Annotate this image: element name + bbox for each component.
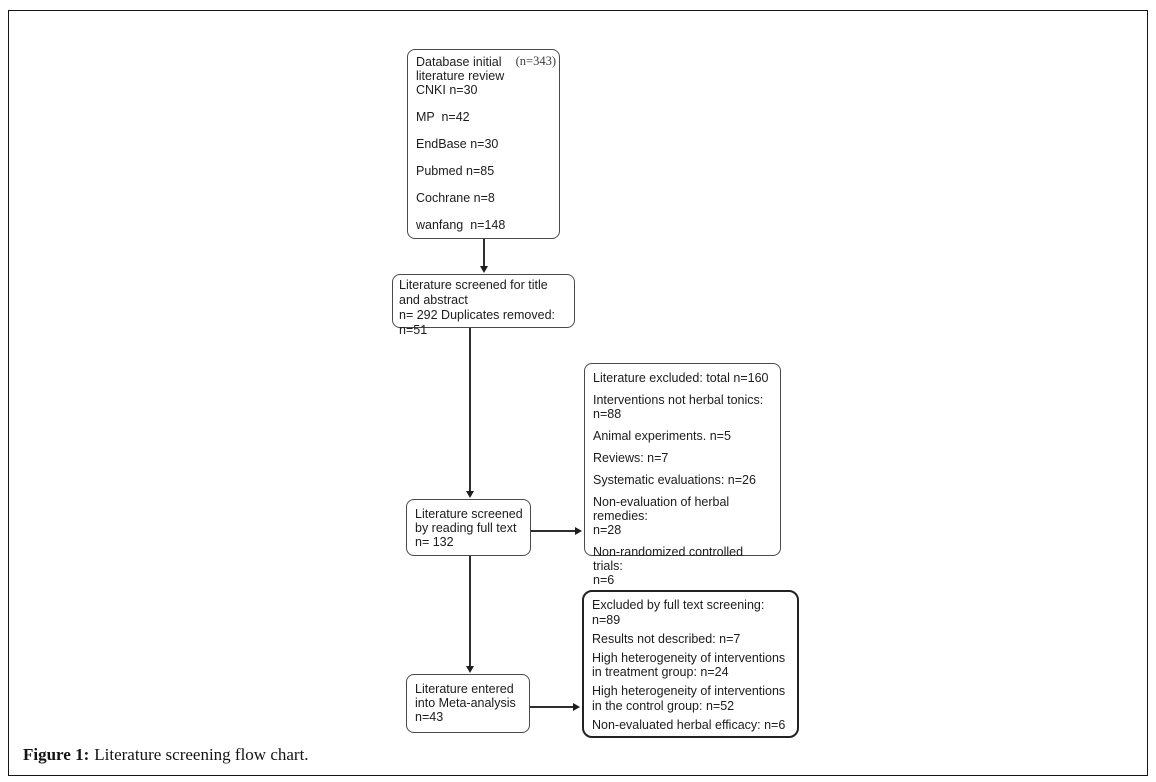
connector-title-abstract-to-full-text (469, 328, 471, 492)
excluded-item-animal-experiments: Animal experiments. n=5 (593, 429, 731, 443)
database-box-title: Database initial literature review (416, 55, 505, 83)
meta-analysis-box-stats: n=43 (415, 710, 444, 724)
excluded2-item-total: Excluded by full text screening: n=89 (592, 598, 765, 627)
title-abstract-box: Literature screened for title and abstra… (392, 274, 575, 337)
database-box: (n=343) Database initial literature revi… (407, 49, 560, 239)
excluded-item-not-herbal-tonics: Interventions not herbal tonics: n=88 (593, 393, 764, 421)
excluded-title-abstract-box: Literature excluded: total n=160 Interve… (584, 363, 781, 587)
figure-caption: Figure 1:Literature screening flow chart… (23, 745, 309, 765)
excluded-full-text-box: Excluded by full text screening: n=89 Re… (582, 590, 799, 738)
connector-full-text-to-excluded (531, 530, 576, 532)
database-source-list: CNKI n=30 MP n=42 EndBase n=30 Pubmed n=… (416, 83, 553, 232)
database-source-cochrane: Cochrane n=8 (416, 191, 495, 205)
full-text-box-title: Literature screened by reading full text (415, 507, 523, 535)
figure-frame: (n=343) Database initial literature revi… (8, 10, 1148, 776)
excluded-item-non-randomized: Non-randomized controlled trials: n=6 (593, 545, 744, 587)
connector-meta-to-excluded-full-text (530, 706, 574, 708)
database-source-wanfang: wanfang n=148 (416, 218, 506, 232)
arrowhead-meta-to-excluded-full-text (573, 703, 580, 711)
figure-caption-text: Literature screening flow chart. (94, 745, 309, 764)
database-source-cnki: CNKI n=30 (416, 83, 478, 97)
excluded-item-systematic-evaluations: Systematic evaluations: n=26 (593, 473, 756, 487)
figure-caption-label: Figure 1: (23, 745, 90, 764)
full-text-box-stats: n= 132 (415, 535, 454, 549)
database-box-total-n: (n=343) (515, 54, 556, 68)
database-source-endbase: EndBase n=30 (416, 137, 499, 151)
excluded2-item-heterogeneity-control: High heterogeneity of interventions in t… (592, 684, 786, 713)
arrowhead-database-to-title-abstract (480, 266, 488, 273)
meta-analysis-box-title: Literature entered into Meta-analysis (415, 682, 516, 710)
arrowhead-title-abstract-to-full-text (466, 491, 474, 498)
connector-full-text-to-meta (469, 556, 471, 667)
meta-analysis-box: Literature entered into Meta-analysis n=… (406, 674, 530, 733)
connector-database-to-title-abstract (483, 239, 485, 267)
database-source-mp: MP n=42 (416, 110, 470, 124)
full-text-box: Literature screened by reading full text… (406, 499, 531, 556)
excluded-item-reviews: Reviews: n=7 (593, 451, 669, 465)
excluded2-item-results-not-described: Results not described: n=7 (592, 631, 741, 646)
excluded2-item-heterogeneity-treatment: High heterogeneity of interventions in t… (592, 650, 786, 680)
excluded2-item-non-evaluated-efficacy: Non-evaluated herbal efficacy: n=6 (592, 717, 786, 732)
excluded-item-non-evaluation-herbal: Non-evaluation of herbal remedies: n=28 (593, 495, 730, 537)
excluded-item-total: Literature excluded: total n=160 (593, 371, 769, 385)
arrowhead-full-text-to-meta (466, 666, 474, 673)
title-abstract-box-title: Literature screened for title and abstra… (399, 278, 548, 307)
database-source-pubmed: Pubmed n=85 (416, 164, 495, 178)
title-abstract-box-stats: n= 292 Duplicates removed: n=51 (399, 308, 559, 337)
arrowhead-full-text-to-excluded (575, 527, 582, 535)
